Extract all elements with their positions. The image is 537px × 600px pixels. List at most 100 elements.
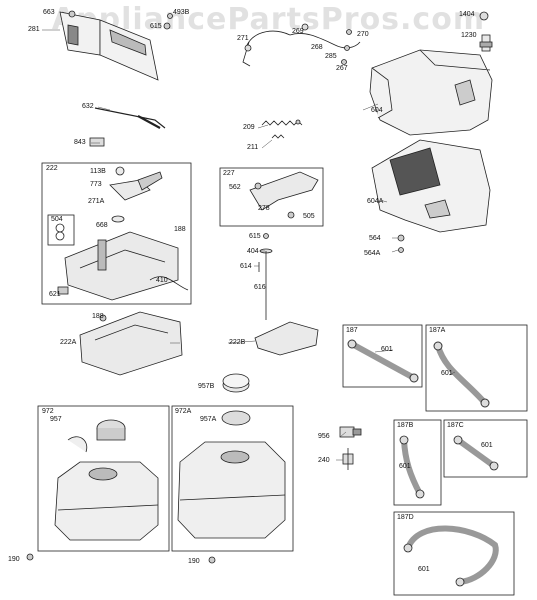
callout-564: 564: [369, 235, 381, 242]
box-504: [47, 214, 75, 246]
blower-housing-604-part: [369, 49, 493, 136]
callout-493b: 493B: [173, 9, 190, 16]
cable-632: [94, 107, 166, 129]
callout-1404: 1404: [459, 11, 475, 18]
callout-632: 632: [82, 103, 94, 110]
callout-190-a: 190: [8, 556, 20, 563]
clamp-190-b: [208, 556, 216, 564]
box-label-187a: 187A: [429, 327, 446, 334]
cable-632-end: [137, 115, 161, 129]
box-222: [41, 162, 192, 305]
bracket-222b-part: [254, 321, 319, 356]
callout-564a: 564A: [364, 250, 381, 257]
valve-956-part: [339, 426, 362, 438]
callout-663: 663: [43, 9, 55, 16]
box-label-972a: 972A: [175, 408, 192, 415]
callout-621: 621: [49, 291, 61, 298]
box-187d: [393, 511, 515, 596]
callout-601-187c: 601: [481, 442, 493, 449]
fuel-line-187: [347, 339, 419, 383]
callout-281: 281: [28, 26, 40, 33]
governor-parts-222: [55, 166, 189, 301]
callout-222a: 222A: [60, 339, 77, 346]
fuel-line-187c: [453, 435, 499, 471]
callout-957a: 957A: [200, 416, 217, 423]
callout-615-b: 615: [249, 233, 261, 240]
callout-601-187d: 601: [418, 566, 430, 573]
callout-240: 240: [318, 457, 330, 464]
callout-604a: 604A: [367, 198, 384, 205]
clamp-190-a: [26, 553, 34, 561]
callout-604: 604: [371, 107, 383, 114]
callout-113b: 113B: [90, 168, 106, 175]
box-972: [37, 405, 170, 552]
fuel-tank-972a-part: [177, 410, 286, 539]
fuel-line-187a: [433, 341, 490, 408]
callout-773: 773: [90, 181, 102, 188]
clip-843: [89, 137, 105, 147]
callout-843: 843: [74, 139, 86, 146]
callout-267: 267: [336, 65, 348, 72]
box-label-222: 222: [46, 165, 58, 172]
callout-1230: 1230: [461, 32, 477, 39]
rod-616-part: [258, 233, 273, 320]
callout-209: 209: [243, 124, 255, 131]
box-187b: [393, 419, 442, 506]
callout-956: 956: [318, 433, 330, 440]
callout-601-187a: 601: [441, 370, 453, 377]
box-187c: [443, 419, 528, 478]
spring-211: [271, 134, 285, 139]
box-label-504: 504: [51, 216, 63, 223]
callout-616: 616: [254, 284, 266, 291]
callout-404: 404: [247, 248, 259, 255]
bracket-281-part: [59, 11, 159, 81]
leader-lines: [42, 11, 456, 461]
spring-209: [261, 120, 303, 126]
callout-957: 957: [50, 416, 62, 423]
linkage-271-part: [242, 23, 361, 67]
nut-615: [163, 22, 171, 30]
callout-505: 505: [303, 213, 315, 220]
callout-601-187: 601: [381, 346, 393, 353]
box-227: [219, 167, 324, 227]
filter-240-part: [342, 448, 354, 470]
callout-410: 410: [156, 277, 168, 284]
callout-190-b: 190: [188, 558, 200, 565]
box-label-187c: 187C: [447, 422, 464, 429]
box-label-187: 187: [346, 327, 358, 334]
fuel-line-187d: [403, 525, 499, 587]
callout-211: 211: [247, 144, 259, 151]
box-972a: [171, 405, 294, 552]
callout-188-b: 188: [92, 313, 104, 320]
callout-614: 614: [240, 263, 252, 270]
nut-493b: [167, 13, 173, 19]
box-label-187d: 187D: [397, 514, 414, 521]
box-label-972: 972: [42, 408, 54, 415]
fuel-cap-957b: [222, 373, 250, 393]
spark-plug-1230: [479, 34, 493, 52]
callout-285: 285: [325, 53, 337, 60]
box-187: [342, 324, 423, 388]
box-label-187b: 187B: [397, 422, 414, 429]
callout-270: 270: [357, 31, 369, 38]
callout-268: 268: [311, 44, 323, 51]
fuel-tank-972-part: [54, 419, 159, 541]
box-187a: [425, 324, 528, 412]
callout-188-a: 188: [174, 226, 186, 233]
callout-957b: 957B: [198, 383, 215, 390]
callout-271a: 271A: [88, 198, 105, 205]
bracket-222a-part: [79, 311, 183, 376]
nut-1404: [479, 11, 489, 21]
control-lever-227: [249, 171, 319, 219]
callout-278: 278: [258, 205, 270, 212]
callout-601-187b: 601: [399, 463, 411, 470]
callout-269: 269: [292, 28, 304, 35]
shroud-604a-part: [371, 139, 491, 253]
callout-271: 271: [237, 35, 249, 42]
callout-615: 615: [150, 23, 162, 30]
fuel-line-187b: [399, 435, 425, 499]
callout-562: 562: [229, 184, 241, 191]
box-label-227: 227: [223, 170, 235, 177]
callout-222b: 222B: [229, 339, 246, 346]
